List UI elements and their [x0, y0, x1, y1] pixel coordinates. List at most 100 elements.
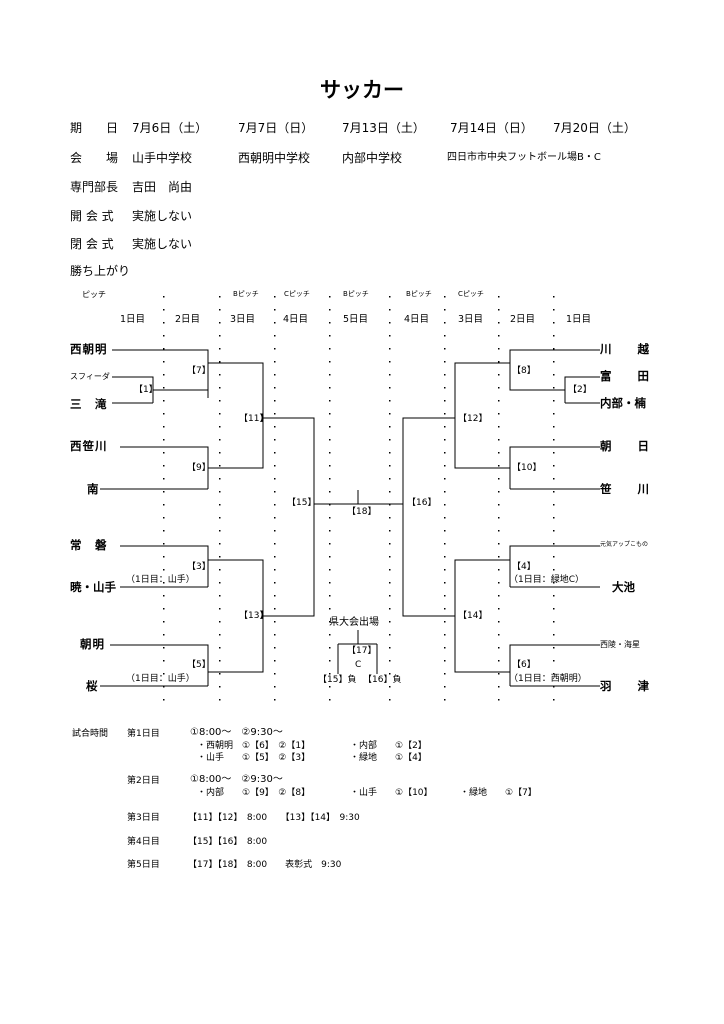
line-left-m11: [263, 417, 315, 504]
column-dot: [274, 361, 276, 363]
column-dot: [329, 400, 331, 402]
column-dot: [163, 296, 165, 298]
column-dot: [498, 361, 500, 363]
column-dot: [444, 413, 446, 415]
column-dot: [329, 530, 331, 532]
date-3: 7月13日（土）: [342, 121, 425, 135]
section-title: 勝ち上がり: [70, 264, 131, 278]
team-ooike: 大池: [612, 580, 635, 594]
column-dot: [553, 530, 555, 532]
column-dot: [389, 322, 391, 324]
column-dot: [163, 478, 165, 480]
column-dot: [274, 569, 276, 571]
column-dot: [163, 361, 165, 363]
team-utsube-kusu: 内部・楠: [600, 396, 646, 410]
match-17-pitch: C: [355, 660, 362, 670]
schedule-day1-row2b: ・緑地 ①【4】: [350, 753, 427, 763]
schedule-day5-label: 第5日目: [127, 860, 160, 870]
column-dot: [444, 582, 446, 584]
line-left-nishiasake: [112, 349, 209, 398]
schedule-label: 試合時間: [72, 729, 109, 739]
column-dot: [329, 322, 331, 324]
schedule-day1-row1b: ・内部 ①【2】: [350, 741, 427, 751]
column-dot: [498, 309, 500, 311]
column-dot: [498, 322, 500, 324]
column-dot: [274, 530, 276, 532]
column-dot: [553, 387, 555, 389]
pitch-header-5: Cピッチ: [458, 290, 484, 298]
day-header-r2: 2日目: [510, 314, 536, 325]
column-dot: [553, 361, 555, 363]
date-4: 7月14日（日）: [450, 121, 533, 135]
date-label: 期 日: [70, 121, 119, 135]
column-dot: [274, 660, 276, 662]
column-dot: [219, 296, 221, 298]
pitch-label: ピッチ: [82, 290, 106, 299]
column-dot: [163, 400, 165, 402]
column-dot: [329, 348, 331, 350]
match-2: 【2】: [568, 385, 592, 395]
team-hazu: 羽 津: [600, 679, 650, 693]
column-dot: [389, 413, 391, 415]
column-dot: [553, 413, 555, 415]
team-tokiwa: 常 磐: [70, 538, 108, 552]
column-dot: [274, 686, 276, 688]
column-dot: [329, 595, 331, 597]
column-dot: [274, 647, 276, 649]
column-dot: [274, 608, 276, 610]
team-tomita: 富 田: [600, 369, 650, 383]
column-dot: [389, 582, 391, 584]
column-dot: [389, 478, 391, 480]
column-dot: [163, 309, 165, 311]
loser-15: 【15】負: [318, 675, 357, 685]
column-dot: [498, 387, 500, 389]
column-dot: [498, 400, 500, 402]
column-dot: [444, 621, 446, 623]
schedule-day1-row1: ・西朝明 ①【6】 ②【1】: [197, 741, 311, 751]
column-dot: [163, 595, 165, 597]
column-dot: [553, 543, 555, 545]
column-dot: [163, 582, 165, 584]
venue-3: 内部中学校: [342, 151, 403, 165]
match-1: 【1】: [134, 385, 158, 395]
column-dot: [553, 504, 555, 506]
column-dot: [329, 387, 331, 389]
line-right-kawagoe: [509, 349, 600, 377]
column-dot: [444, 348, 446, 350]
column-dot: [163, 439, 165, 441]
day-header-r1: 1日目: [566, 314, 592, 325]
column-dot: [274, 348, 276, 350]
column-dot: [163, 621, 165, 623]
schedule-day3-text: 【11】【12】 8:00 【13】【14】 9:30: [188, 813, 360, 823]
note-match-3: （1日目：山手）: [126, 575, 195, 585]
column-dot: [553, 660, 555, 662]
column-dot: [553, 452, 555, 454]
line-right-m8: [454, 362, 510, 418]
column-dot: [498, 569, 500, 571]
match-10: 【10】: [512, 463, 542, 473]
column-dot: [389, 543, 391, 545]
match-15: 【15】: [287, 498, 317, 508]
team-seiryo-kaisei: 西陵・海星: [600, 640, 640, 649]
venue-2: 西朝明中学校: [238, 151, 311, 165]
column-dot: [163, 634, 165, 636]
column-dot: [498, 504, 500, 506]
line-right-m10: [454, 418, 510, 469]
schedule-day2-label: 第2日目: [127, 776, 160, 786]
column-dot: [389, 660, 391, 662]
column-dot: [329, 660, 331, 662]
column-dot: [553, 478, 555, 480]
column-dot: [219, 582, 221, 584]
column-dot: [219, 673, 221, 675]
column-dot: [389, 374, 391, 376]
column-dot: [219, 309, 221, 311]
column-dot: [219, 426, 221, 428]
schedule-day2-row1: ・内部 ①【9】 ②【8】: [197, 788, 311, 798]
column-dot: [219, 543, 221, 545]
column-dot: [163, 387, 165, 389]
column-dot: [329, 426, 331, 428]
day-header-l1: 1日目: [120, 314, 146, 325]
column-dot: [389, 426, 391, 428]
column-dot: [219, 621, 221, 623]
